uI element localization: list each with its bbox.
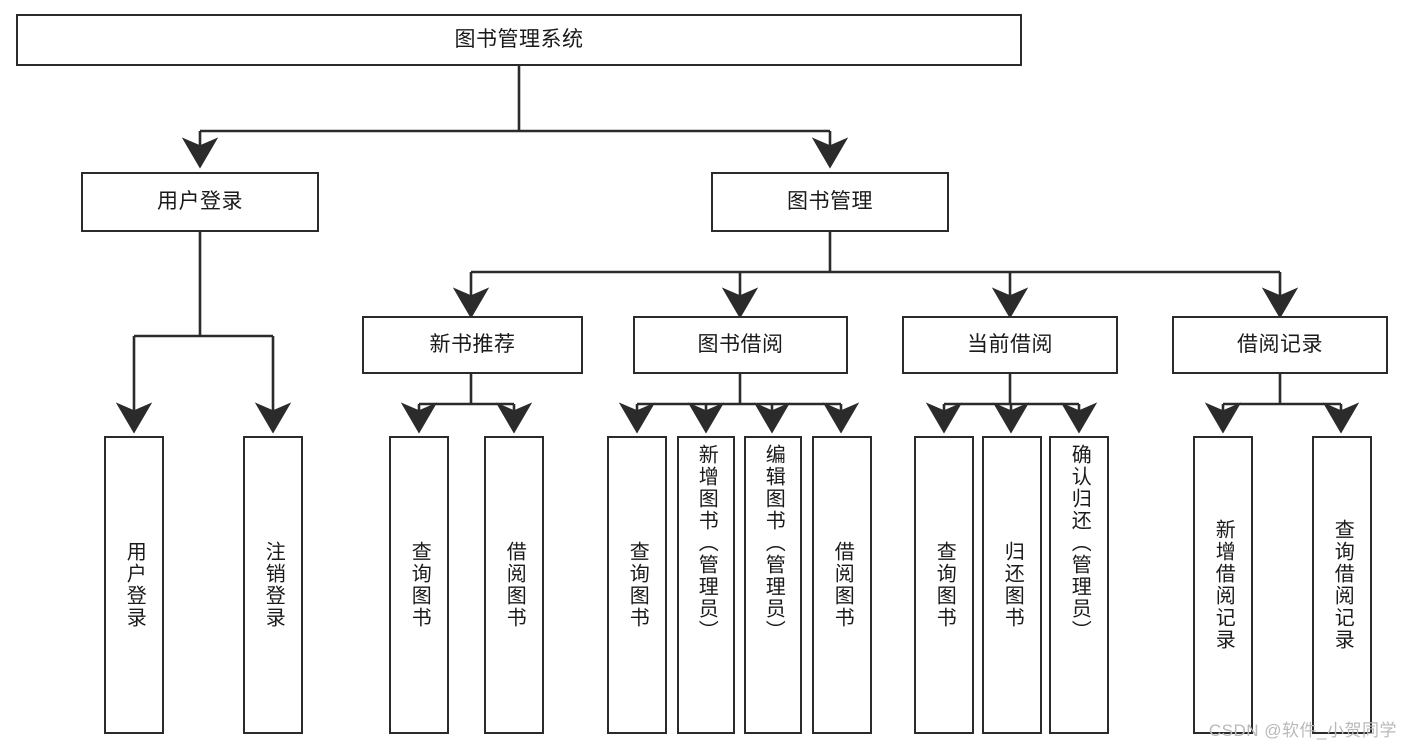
leaf-confirm-return-admin[interactable]: 确认归还（管理员）: [1049, 436, 1109, 734]
leaf-query-book-1[interactable]: 查询图书: [389, 436, 449, 734]
node-label: 查询借阅记录: [1331, 519, 1354, 651]
node-label: 注销登录: [262, 541, 285, 629]
leaf-logout-login[interactable]: 注销登录: [243, 436, 303, 734]
leaf-borrow-book-1[interactable]: 借阅图书: [484, 436, 544, 734]
leaf-query-borrow-record[interactable]: 查询借阅记录: [1312, 436, 1372, 734]
node-book-borrow[interactable]: 图书借阅: [633, 316, 848, 374]
node-label: 确认归还（管理员）: [1068, 444, 1091, 642]
node-label: 用户登录: [123, 541, 146, 629]
leaf-borrow-book-2[interactable]: 借阅图书: [812, 436, 872, 734]
leaf-edit-book-admin[interactable]: 编辑图书（管理员）: [744, 436, 802, 734]
node-label: 新书推荐: [429, 332, 516, 356]
leaf-add-book-admin[interactable]: 新增图书（管理员）: [677, 436, 735, 734]
leaf-query-book-3[interactable]: 查询图书: [914, 436, 974, 734]
node-label: 查询图书: [626, 541, 649, 629]
node-label: 用户登录: [157, 189, 243, 213]
node-label: 借阅记录: [1237, 332, 1323, 356]
node-label: 借阅图书: [503, 541, 526, 629]
node-label: 编辑图书（管理员）: [762, 444, 785, 642]
node-borrow-record[interactable]: 借阅记录: [1172, 316, 1388, 374]
node-label: 当前借阅: [967, 332, 1053, 356]
leaf-query-book-2[interactable]: 查询图书: [607, 436, 667, 734]
leaf-add-borrow-record[interactable]: 新增借阅记录: [1193, 436, 1253, 734]
leaf-user-login[interactable]: 用户登录: [104, 436, 164, 734]
node-label: 查询图书: [933, 541, 956, 629]
node-label: 新增图书（管理员）: [695, 444, 718, 642]
node-label: 查询图书: [408, 541, 431, 629]
node-label: 归还图书: [1001, 541, 1024, 629]
node-label: 图书管理系统: [454, 27, 584, 51]
leaf-return-book[interactable]: 归还图书: [982, 436, 1042, 734]
node-new-book-recommend[interactable]: 新书推荐: [362, 316, 583, 374]
node-user-login[interactable]: 用户登录: [81, 172, 319, 232]
node-label: 图书管理: [787, 189, 873, 213]
csdn-watermark: CSDN @软件_小贺同学: [1208, 721, 1397, 740]
node-label: 借阅图书: [831, 541, 854, 629]
node-book-management[interactable]: 图书管理: [711, 172, 949, 232]
node-label: 图书借阅: [697, 332, 784, 356]
node-book-management-system[interactable]: 图书管理系统: [16, 14, 1022, 66]
node-current-borrow[interactable]: 当前借阅: [902, 316, 1118, 374]
node-label: 新增借阅记录: [1212, 519, 1235, 651]
